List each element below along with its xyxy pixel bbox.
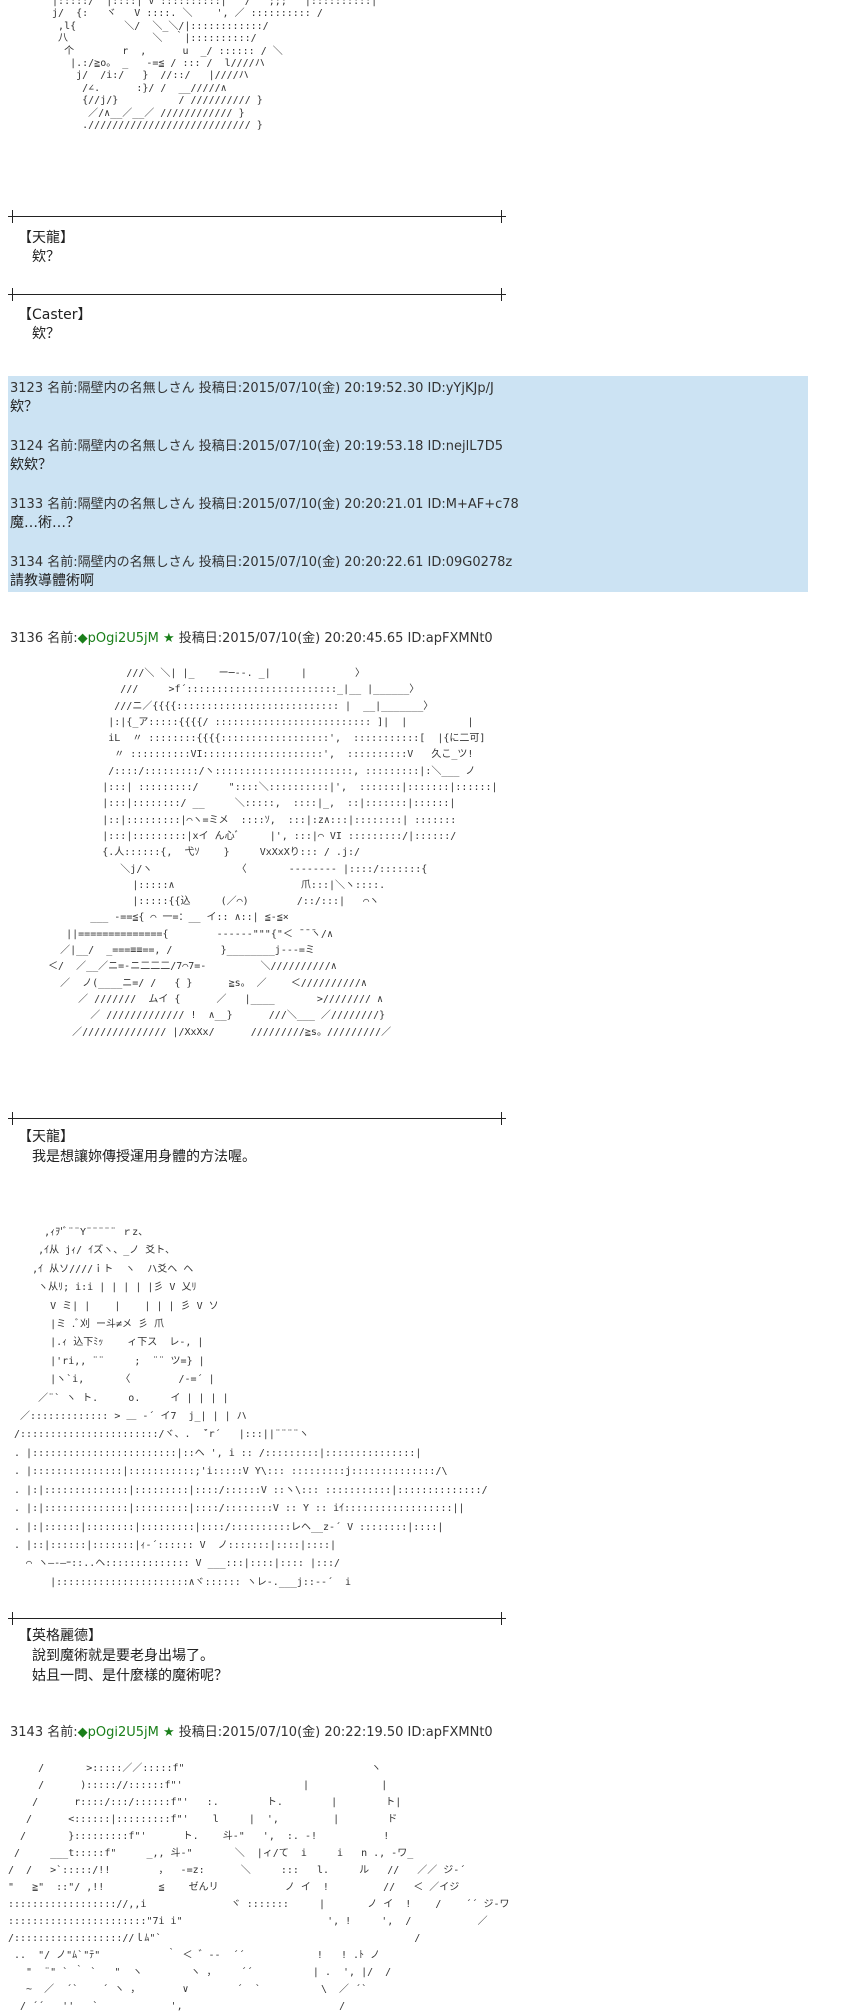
post-meta: 投稿日:2015/07/10(金) 20:20:45.65 ID:apFXMNt… [174,631,493,646]
trip-code: ◆pOgi2U5jM ★ [77,1725,175,1740]
post-header: 3123 名前:隔壁内の名無しさん 投稿日:2015/07/10(金) 20:1… [10,381,494,396]
op-post-header: 3136 名前:◆pOgi2U5jM ★ 投稿日:2015/07/10(金) 2… [10,630,493,648]
speaker-line: 說到魔術就是要老身出場了。 [18,1648,214,1664]
speaker-line: 我是想讓妳傳授運用身體的方法喔。 [18,1149,256,1165]
divider-line [8,210,506,223]
speaker-line: 欸？ [18,249,60,265]
ascii-art-3: ,ｨｦ'ﾞ¨¨Y¨¨¨¨¨ ｒz、 ,ｲ从 jｨ/ ｲズヽ、_ノ 爻ト、 ,ｲ … [14,1227,488,1588]
trip-code: ◆pOgi2U5jM ★ [77,631,175,646]
divider-line [8,1112,506,1125]
post-header: 3124 名前:隔壁内の名無しさん 投稿日:2015/07/10(金) 20:1… [10,439,503,454]
post-header: 3134 名前:隔壁内の名無しさん 投稿日:2015/07/10(金) 20:2… [10,555,513,570]
speaker-name: 【天龍】 [18,230,74,246]
post-body: 欸？ [10,399,38,415]
post-body: 欸欸？ [10,457,52,473]
post-body: 請教導體術啊 [10,573,94,589]
divider-line [8,1612,506,1625]
ascii-art-2: ///＼ ＼| |_ ー─‐‐. _| | 〉 /// >f´:::::::::… [48,668,498,1038]
post-meta: 投稿日:2015/07/10(金) 20:22:19.50 ID:apFXMNt… [174,1725,493,1740]
divider-line [8,288,506,301]
speaker-name: 【Caster】 [18,307,92,323]
post-header: 3133 名前:隔壁内の名無しさん 投稿日:2015/07/10(金) 20:2… [10,497,519,512]
ascii-art-4: / >:::::／／:::::f" ヽ / )::::://::::::f"' … [8,1763,510,2012]
post-number: 3136 名前: [10,631,78,646]
speaker-name: 【天龍】 [18,1129,74,1145]
speaker-line: 欸？ [18,326,60,342]
post-number: 3143 名前: [10,1725,78,1740]
post-body: 魔…術…？ [10,515,80,531]
op-post-header: 3143 名前:◆pOgi2U5jM ★ 投稿日:2015/07/10(金) 2… [10,1724,493,1742]
ascii-art-top: |:::::/ |::::| V ::::::::::| / ;;; |::::… [52,0,378,132]
speaker-name: 【英格麗德】 [18,1628,102,1644]
speaker-line: 姑且一問、是什麼樣的魔術呢？ [18,1668,228,1684]
highlighted-replies [8,376,808,592]
